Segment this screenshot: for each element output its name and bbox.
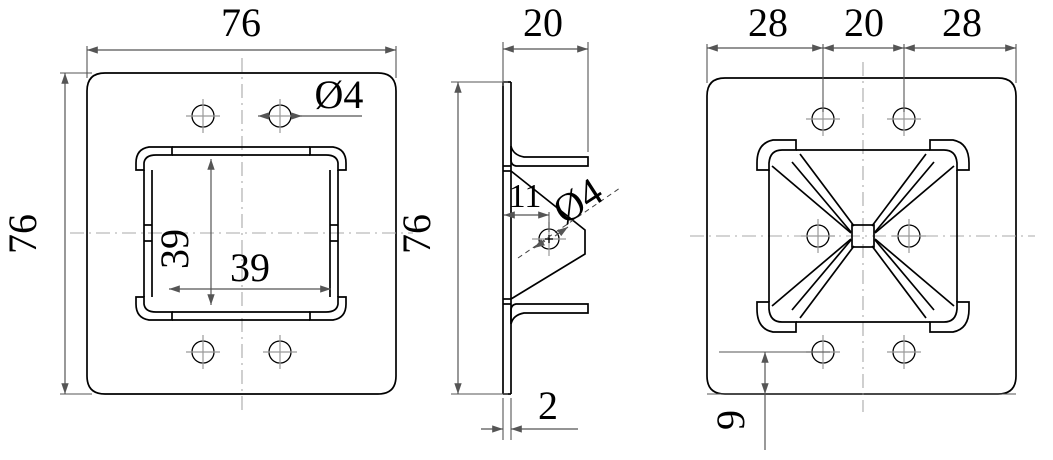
side-thickness-label: 2: [538, 383, 558, 428]
side-dim-depth-20: [502, 42, 589, 152]
front-inner-vertical-label: 39: [152, 229, 197, 269]
front-plate-outline: [86, 72, 397, 395]
front-dia-label: Ø4: [315, 72, 364, 117]
side-gusset-profile: [510, 170, 586, 300]
side-dim-thickness-2: [481, 398, 578, 440]
side-upper-flange: [510, 145, 589, 167]
side-dim-height-76: [451, 81, 508, 395]
rear-inner-structure: [756, 139, 970, 333]
rear-9-label: 9: [708, 410, 753, 430]
side-offset-label: 11: [509, 178, 542, 215]
rear-view-group: 28 20 28 9: [690, 0, 1035, 450]
front-view-group: 76 76 Ø4 39 39: [0, 0, 413, 410]
rear-hole-bottom-right: [887, 335, 921, 369]
side-lower-flange: [510, 303, 589, 325]
side-height-label: 76: [394, 214, 439, 254]
side-back-plate: [502, 81, 512, 395]
rear-dim-chain: [706, 44, 1017, 112]
rear-hole-middle-left: [801, 219, 835, 253]
front-hole-top-left: [186, 99, 220, 133]
front-inner-profile: [135, 146, 347, 321]
rear-20-mid-label: 20: [844, 0, 884, 45]
front-width-label: 76: [221, 0, 261, 45]
side-dim-offset-11: [503, 211, 550, 232]
rear-dim-9: [707, 351, 1016, 450]
front-hole-bottom-right: [263, 335, 297, 369]
side-depth-label: 20: [523, 0, 563, 45]
front-hole-bottom-left: [186, 335, 220, 369]
rear-28-left-label: 28: [748, 0, 788, 45]
side-dim-dia-4: [517, 187, 621, 259]
side-view-group: 20 76 11 Ø4: [394, 0, 621, 440]
front-dim-height-76: [60, 72, 92, 395]
front-inner-horizontal-label: 39: [230, 245, 270, 290]
front-height-label: 76: [0, 214, 45, 254]
rear-28-right-label: 28: [942, 0, 982, 45]
rear-hole-middle-right: [892, 219, 926, 253]
side-dia-label: Ø4: [545, 168, 611, 232]
